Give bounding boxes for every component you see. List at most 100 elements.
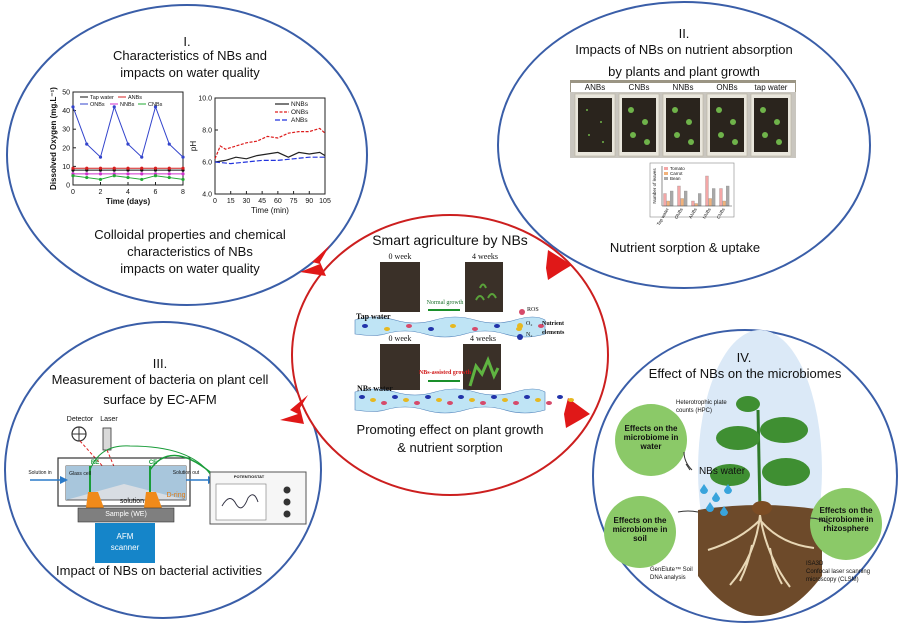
x-tick-label: 15 — [227, 198, 235, 205]
panel3-numeral: III. — [152, 356, 168, 371]
category-label: CNBs — [716, 206, 727, 219]
hpc-line2: counts (HPC) — [676, 408, 713, 414]
data-point — [126, 172, 130, 176]
x-tick-label: 105 — [319, 198, 331, 205]
seedling — [586, 109, 588, 111]
center-legend-ros: ROS — [527, 307, 539, 313]
y-tick-label: 50 — [62, 90, 70, 97]
data-point — [167, 142, 171, 146]
data-point — [85, 172, 89, 176]
nb-particle — [469, 398, 475, 402]
panel3-title-line2: surface by EC-AFM — [103, 392, 217, 407]
nb-particle — [513, 401, 519, 405]
nbs-water-label: NBs water — [698, 466, 746, 477]
solution-label: solution — [119, 498, 145, 505]
panel4-title: Effect of NBs on the microbiomes — [648, 366, 842, 381]
water-particle — [428, 327, 434, 331]
bar — [698, 193, 702, 207]
tray-soil — [710, 98, 744, 152]
panel1-caption-line3: impacts on water quality — [120, 261, 260, 276]
legend-label: Carrot — [670, 171, 683, 176]
center-legend-o2: O₂ — [526, 321, 533, 327]
glass-cell-label: Glass cell — [69, 471, 91, 477]
bar — [705, 175, 709, 207]
water-particle — [494, 324, 500, 328]
genelute-line1: GenElute™ Soil — [650, 567, 693, 573]
soil-microbiome-circle — [604, 496, 676, 568]
data-point — [112, 166, 116, 170]
center-circle — [291, 214, 609, 496]
center-tap-water: Tap water — [356, 312, 391, 321]
legend-label: Tap water — [90, 95, 114, 101]
nb-particle — [370, 398, 376, 402]
solution-out-label: Solution out — [172, 470, 200, 476]
panel3-caption: Impact of NBs on bacterial activities — [56, 563, 262, 578]
data-point — [85, 142, 89, 146]
afm-label-line1: AFM — [116, 532, 134, 541]
water-particle — [406, 324, 412, 328]
legend-label: ANBs — [128, 95, 142, 101]
center-week0-bottom: 0 week — [388, 334, 412, 343]
bar — [719, 188, 723, 207]
bar — [663, 193, 667, 207]
nb-particle — [359, 395, 365, 399]
seedling — [760, 107, 766, 113]
center-legend-nutrient: Nutrient — [542, 321, 564, 327]
panel1-title-line2: impacts on water quality — [120, 65, 260, 80]
legend-label: Bean — [670, 176, 681, 181]
data-point — [181, 172, 185, 176]
data-point — [167, 175, 171, 180]
seedling — [674, 132, 680, 138]
y-axis-label: Dissolved Oxygen (mg.L⁻¹) — [49, 87, 58, 190]
panel1-numeral: I. — [183, 34, 191, 49]
panel3-title-line1: Measurement of bacteria on plant cell — [51, 372, 269, 387]
y-tick-label: 40 — [62, 108, 70, 115]
center-normal-growth: Normal growth — [426, 300, 464, 306]
y-tick-label: 20 — [62, 145, 70, 152]
nb-particle — [524, 395, 530, 399]
data-point — [85, 175, 89, 180]
rhizosphere-microbiome-label: Effects on the microbiome in rhizosphere — [818, 506, 874, 533]
y-axis-label: pH — [189, 141, 198, 151]
trays-photo — [570, 80, 796, 158]
data-point — [112, 174, 116, 178]
category-label: NNBs — [702, 206, 713, 219]
y-tick-label: 30 — [62, 127, 70, 134]
data-point — [71, 174, 75, 178]
data-point — [126, 166, 130, 170]
data-point — [112, 105, 116, 109]
tray-soil — [754, 98, 788, 152]
potentiostat-label: POTENTIOSTAT — [233, 474, 265, 479]
ce-label: CE — [148, 460, 158, 466]
nb-particle — [480, 401, 486, 405]
panel1-title-line1: Characteristics of NBs and — [113, 48, 267, 63]
data-point — [71, 105, 75, 109]
re-label: RE — [90, 460, 100, 466]
nb-particle — [546, 401, 552, 405]
tray-label-1: CNBs — [615, 83, 663, 92]
tray-label-4: tap water — [747, 83, 795, 92]
legend-label: NNBs — [120, 102, 135, 108]
center-legend-elements: elements — [542, 330, 565, 336]
legend-label: ONBs — [291, 109, 309, 116]
tray-soil — [622, 98, 656, 152]
hpc-line1: Heterotrophic plate — [676, 400, 727, 406]
nb-particle — [414, 401, 420, 405]
soil-microbiome-label: Effects on the microbiome in soil — [612, 516, 668, 543]
tray-label-2: NNBs — [659, 83, 707, 92]
nb-particle — [447, 401, 453, 405]
bar — [712, 188, 716, 207]
x-tick-label: 6 — [154, 189, 158, 196]
bar — [680, 198, 684, 207]
water-particle — [538, 324, 544, 328]
data-point — [71, 166, 75, 170]
panel2-caption: Nutrient sorption & uptake — [609, 240, 761, 255]
ec-afm-schematic — [30, 426, 307, 563]
bar — [677, 185, 681, 207]
nb-particle — [568, 398, 574, 402]
laser-label: Laser — [100, 416, 118, 423]
nb-particle — [491, 395, 497, 399]
seedling — [602, 141, 604, 143]
clsm-line3: microscopy (CLSM) — [806, 577, 859, 583]
